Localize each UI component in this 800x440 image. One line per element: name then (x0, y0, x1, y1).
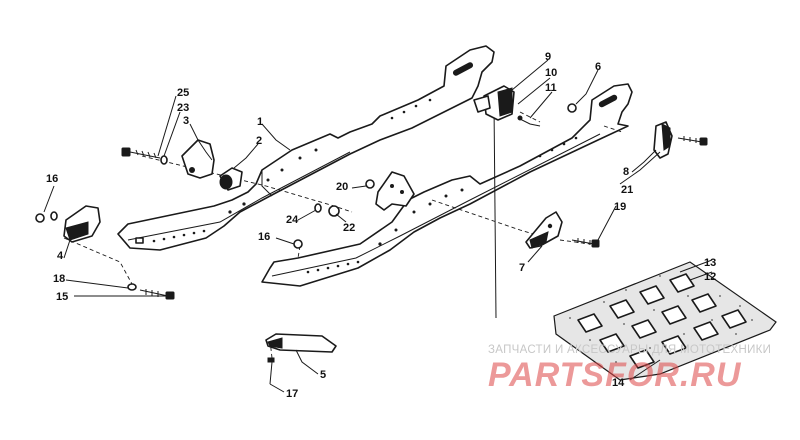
callout-19: 19 (614, 201, 626, 213)
part-21-bolt (677, 136, 708, 146)
part-23-washer (160, 155, 168, 165)
part-12-track (553, 261, 777, 381)
callout-13: 13 (704, 257, 716, 269)
right-rail-holes (306, 136, 578, 274)
leader-lines (43, 59, 713, 393)
callout-5: 5 (320, 369, 326, 381)
callout-3: 3 (183, 115, 189, 127)
part-18-washer (127, 283, 137, 291)
part-4-end-block (63, 205, 101, 243)
callout-10: 10 (545, 67, 557, 79)
callout-24: 24 (286, 214, 299, 226)
callout-16-right: 16 (258, 231, 270, 243)
callout-23: 23 (177, 102, 189, 114)
callout-22: 22 (343, 222, 355, 234)
part-3-bracket (181, 139, 215, 179)
part-22-nut (328, 205, 340, 217)
callout-7: 7 (519, 262, 525, 274)
callout-15: 15 (56, 291, 68, 303)
callout-8: 8 (623, 166, 629, 178)
left-rail-holes (152, 98, 432, 243)
part-7-guide (525, 211, 563, 249)
part-6-nut (567, 103, 577, 113)
right-slide-rail (261, 83, 633, 287)
part-24-washer (314, 203, 322, 213)
left-slide-rail (117, 45, 495, 251)
part-15-bolt (139, 289, 175, 300)
watermark-brand: PARTSFOR.RU (488, 356, 742, 394)
part-25-bolt (121, 147, 161, 159)
callout-21: 21 (621, 184, 633, 196)
watermark-subtitle: ЗАПЧАСТИ И АКСЕССУАРЫ ДЛЯ МОТОТЕХНИКИ (488, 344, 772, 356)
track-lugs (577, 273, 747, 369)
callout-25: 25 (177, 87, 189, 99)
track-texture (569, 275, 753, 363)
callout-16-left: 16 (46, 173, 58, 185)
callout-20: 20 (336, 181, 348, 193)
callout-labels: 1 2 3 4 5 6 7 8 9 10 11 12 13 14 15 16 1… (46, 51, 716, 400)
callout-4: 4 (57, 250, 64, 262)
callout-2: 2 (256, 135, 262, 147)
part-17-screw (267, 357, 275, 385)
callout-1: 1 (257, 116, 263, 128)
callout-14: 14 (612, 377, 625, 389)
part-19-bolt (571, 238, 600, 248)
callout-11: 11 (545, 82, 557, 94)
part-11-pin (517, 115, 541, 127)
part-9-bracket (473, 85, 515, 121)
part-20-bracket (365, 171, 415, 211)
callout-18: 18 (53, 273, 65, 285)
callout-17: 17 (286, 388, 298, 400)
part-5-wear-strip (265, 333, 337, 353)
part-16-nut-left (35, 213, 45, 223)
part-2-spacer (219, 167, 243, 191)
callout-9: 9 (545, 51, 551, 63)
callout-12: 12 (704, 271, 716, 283)
part-8-clip (653, 121, 673, 159)
part-16-nut-right (293, 239, 303, 249)
callout-6: 6 (595, 61, 601, 73)
washer-left (50, 211, 58, 221)
